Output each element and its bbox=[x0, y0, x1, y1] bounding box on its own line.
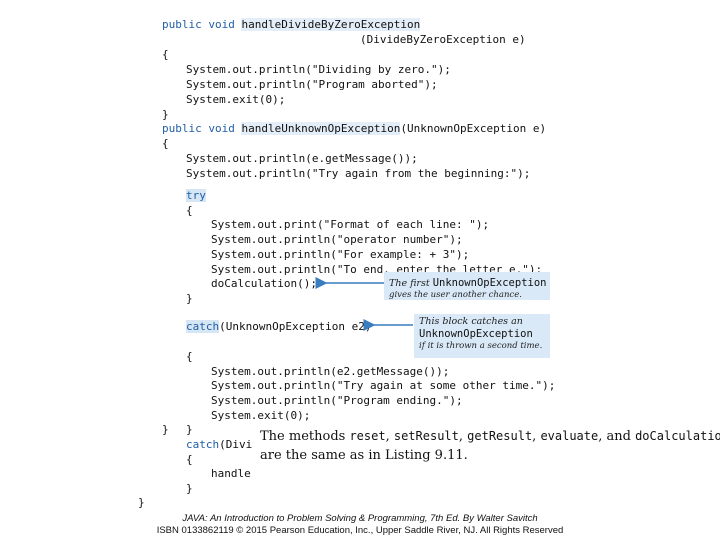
note-text: , bbox=[458, 429, 468, 444]
code-line: System.exit(0); bbox=[211, 409, 311, 422]
callout-second-catch: This block catches an UnknownOpException… bbox=[414, 314, 550, 358]
code-keyword: public void bbox=[162, 18, 242, 31]
code-line: } bbox=[162, 108, 169, 121]
note-method: getResult bbox=[467, 429, 533, 443]
code-line: { bbox=[162, 48, 169, 61]
methods-note: The methods reset, setResult, getResult,… bbox=[252, 427, 720, 465]
code-line: } bbox=[186, 292, 193, 305]
code-line: } bbox=[186, 423, 193, 436]
code-line: System.out.println("Try again from the b… bbox=[186, 167, 531, 180]
callout-text: if it is thrown a second time. bbox=[419, 341, 543, 351]
code-line: System.out.println(e.getMessage()); bbox=[186, 152, 418, 165]
callout-line: The first UnknownOpException bbox=[389, 274, 547, 290]
note-method: setResult bbox=[393, 429, 459, 443]
code-line: } bbox=[186, 482, 193, 495]
note-text: , bbox=[385, 429, 394, 444]
note-method: doCalculation bbox=[635, 429, 720, 443]
code-line: System.out.println("Program ending."); bbox=[211, 394, 463, 407]
callout-mono: UnknownOpException bbox=[419, 328, 533, 340]
code-line: try bbox=[186, 189, 206, 202]
code-line: handle bbox=[211, 467, 251, 480]
code-line: System.exit(0); bbox=[186, 93, 286, 106]
code-keyword: public void bbox=[162, 122, 242, 135]
code-line: catch(UnknownOpException e2) bbox=[186, 320, 371, 333]
code-line: System.out.println("For example: + 3"); bbox=[211, 248, 470, 261]
code-line: public void handleDivideByZeroException bbox=[162, 18, 421, 31]
note-text: , bbox=[532, 429, 541, 444]
code-keyword: try bbox=[186, 189, 206, 202]
code-line: System.out.println("Program aborted"); bbox=[186, 78, 438, 91]
code-line: { bbox=[162, 137, 169, 150]
note-text: , and bbox=[598, 429, 636, 444]
code-keyword: catch bbox=[186, 320, 220, 333]
note-method: evaluate bbox=[540, 429, 599, 443]
code-line: System.out.println(e2.getMessage()); bbox=[211, 365, 450, 378]
note-line-2: are the same as in Listing 9.11. bbox=[260, 448, 468, 463]
code-text: (Divi bbox=[219, 438, 253, 451]
code-line: catch(Divi bbox=[186, 438, 252, 451]
code-line: { bbox=[186, 204, 193, 217]
callout-mono: UnknownOpException bbox=[432, 277, 547, 289]
code-line: System.out.println("Try again at some ot… bbox=[211, 379, 556, 392]
footer-book-title: JAVA: An Introduction to Problem Solving… bbox=[182, 513, 538, 524]
note-line-1: The methods reset, setResult, getResult,… bbox=[260, 427, 720, 446]
code-text: (UnknownOpException e) bbox=[400, 122, 547, 135]
code-line: System.out.print("Format of each line: "… bbox=[211, 218, 490, 231]
code-line: } bbox=[138, 496, 145, 509]
code-line: System.out.println("operator number"); bbox=[211, 233, 463, 246]
method-name-highlight: handleDivideByZeroException bbox=[241, 18, 421, 31]
callout-text: This block catches an bbox=[419, 316, 523, 327]
footer-copyright: ISBN 0133862119 © 2015 Pearson Education… bbox=[156, 525, 564, 536]
code-line: (DivideByZeroException e) bbox=[360, 33, 526, 46]
note-text: The methods bbox=[260, 429, 350, 444]
callout-text: The first bbox=[389, 278, 433, 289]
code-keyword: catch bbox=[186, 438, 220, 451]
method-name-highlight: handleUnknownOpException bbox=[241, 122, 401, 135]
code-line: } bbox=[162, 423, 169, 436]
callout-text: gives the user another chance. bbox=[389, 290, 522, 300]
code-line: { bbox=[186, 350, 193, 363]
code-line: doCalculation(); bbox=[211, 277, 317, 290]
note-method: reset bbox=[349, 429, 386, 443]
callout-first-exception: The first UnknownOpException gives the u… bbox=[384, 272, 550, 300]
code-line: public void handleUnknownOpException(Unk… bbox=[162, 122, 546, 135]
code-line: { bbox=[186, 453, 193, 466]
code-line: System.out.println("Dividing by zero."); bbox=[186, 63, 451, 76]
